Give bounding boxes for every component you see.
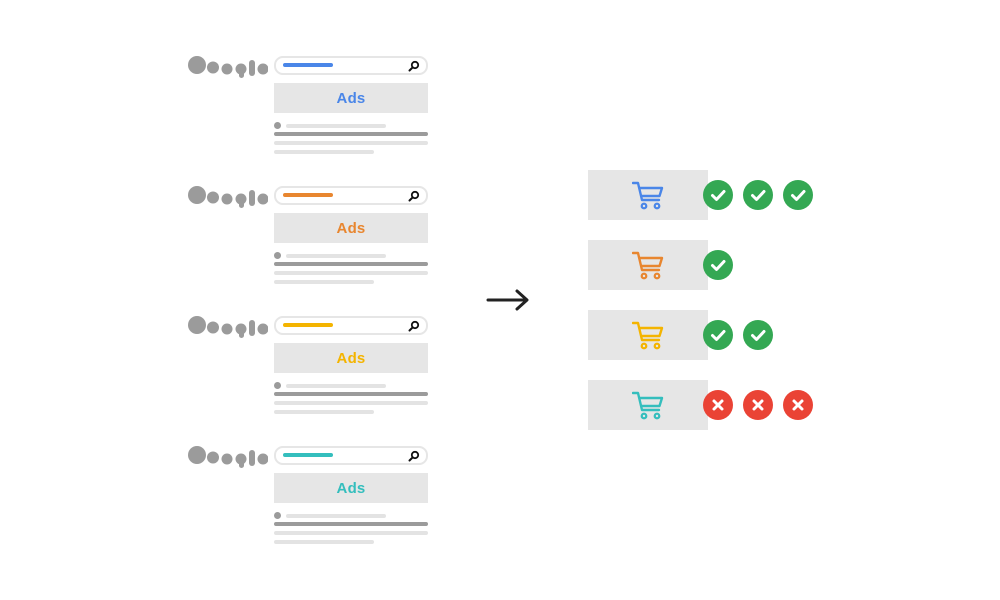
magnifier-icon xyxy=(408,320,420,332)
result-url-line xyxy=(286,384,386,388)
organic-result xyxy=(274,252,428,286)
result-favicon xyxy=(274,122,281,129)
search-engine-logo-icon xyxy=(188,316,268,338)
shopping-cart-icon xyxy=(632,181,664,210)
result-favicon xyxy=(274,382,281,389)
result-snippet-line xyxy=(274,540,374,544)
result-snippet-line xyxy=(274,531,428,535)
result-snippet-line xyxy=(274,271,428,275)
result-badges xyxy=(703,390,813,420)
ad-block: Ads xyxy=(274,473,428,503)
search-engine-logo-icon xyxy=(188,446,268,468)
conversion-row xyxy=(588,310,828,360)
conversion-row xyxy=(588,380,828,430)
magnifier-icon xyxy=(408,190,420,202)
result-url-line xyxy=(286,124,386,128)
shopping-cart-icon xyxy=(632,251,664,280)
result-title-line xyxy=(274,392,428,396)
cart-box xyxy=(588,170,708,220)
ad-label: Ads xyxy=(336,219,366,237)
cart-box xyxy=(588,240,708,290)
organic-result xyxy=(274,122,428,156)
result-favicon xyxy=(274,512,281,519)
cart-box xyxy=(588,380,708,430)
ad-block: Ads xyxy=(274,343,428,373)
check-circle-icon xyxy=(703,320,733,350)
result-badges xyxy=(703,250,733,280)
search-result-page: Ads xyxy=(188,314,430,414)
ad-label: Ads xyxy=(336,89,366,107)
result-title-line xyxy=(274,262,428,266)
result-snippet-line xyxy=(274,141,428,145)
ad-label: Ads xyxy=(336,349,366,367)
ad-label: Ads xyxy=(336,479,366,497)
search-bar xyxy=(274,56,428,75)
organic-result xyxy=(274,512,428,546)
conversion-row xyxy=(588,240,828,290)
conversion-row xyxy=(588,170,828,220)
magnifier-icon xyxy=(408,60,420,72)
check-circle-icon xyxy=(743,320,773,350)
search-bar xyxy=(274,446,428,465)
result-snippet-line xyxy=(274,150,374,154)
shopping-cart-icon xyxy=(632,391,664,420)
search-bar xyxy=(274,316,428,335)
search-engine-logo-icon xyxy=(188,56,268,78)
organic-result xyxy=(274,382,428,416)
right-arrow-icon xyxy=(486,289,529,311)
search-query-line xyxy=(283,323,333,327)
search-result-page: Ads xyxy=(188,184,430,284)
search-bar xyxy=(274,186,428,205)
result-url-line xyxy=(286,254,386,258)
result-snippet-line xyxy=(274,401,428,405)
search-result-page: Ads xyxy=(188,444,430,544)
check-circle-icon xyxy=(743,180,773,210)
search-query-line xyxy=(283,453,333,457)
cross-circle-icon xyxy=(783,390,813,420)
result-title-line xyxy=(274,132,428,136)
ad-block: Ads xyxy=(274,83,428,113)
result-url-line xyxy=(286,514,386,518)
result-snippet-line xyxy=(274,410,374,414)
search-engine-logo-icon xyxy=(188,186,268,208)
result-title-line xyxy=(274,522,428,526)
shopping-cart-icon xyxy=(632,321,664,350)
cart-box xyxy=(588,310,708,360)
cross-circle-icon xyxy=(743,390,773,420)
result-favicon xyxy=(274,252,281,259)
search-query-line xyxy=(283,193,333,197)
search-query-line xyxy=(283,63,333,67)
ad-block: Ads xyxy=(274,213,428,243)
search-result-page: Ads xyxy=(188,54,430,154)
result-snippet-line xyxy=(274,280,374,284)
result-badges xyxy=(703,320,773,350)
check-circle-icon xyxy=(703,180,733,210)
check-circle-icon xyxy=(703,250,733,280)
check-circle-icon xyxy=(783,180,813,210)
magnifier-icon xyxy=(408,450,420,462)
result-badges xyxy=(703,180,813,210)
cross-circle-icon xyxy=(703,390,733,420)
